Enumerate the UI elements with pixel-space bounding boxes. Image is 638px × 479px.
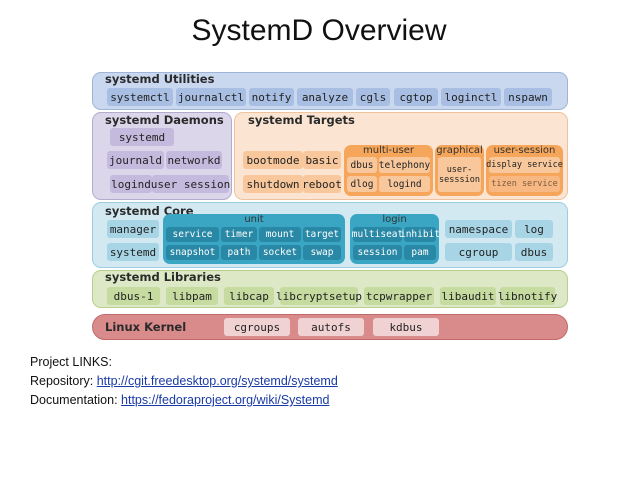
core-systemd: systemd xyxy=(107,243,159,261)
utility-systemctl: systemctl xyxy=(107,88,173,106)
target-shutdown: shutdown xyxy=(243,175,303,193)
repository-link[interactable]: http://cgit.freedesktop.org/systemd/syst… xyxy=(96,374,338,388)
links-heading: Project LINKS: xyxy=(30,355,112,369)
core-dbus: dbus xyxy=(515,243,553,261)
unit-timer: timer xyxy=(221,227,257,242)
login-label: login xyxy=(382,214,407,225)
lib-libaudit: libaudit xyxy=(440,287,496,305)
utility-cgls: cgls xyxy=(356,88,390,106)
unit-service: service xyxy=(166,227,219,242)
daemons-label: systemd Daemons xyxy=(105,113,224,127)
kernel-kdbus: kdbus xyxy=(373,318,439,336)
documentation-link[interactable]: https://fedoraproject.org/wiki/Systemd xyxy=(121,393,330,407)
utility-notify: notify xyxy=(249,88,294,106)
target-basic: basic xyxy=(303,151,341,169)
targets-label: systemd Targets xyxy=(248,113,355,127)
core-manager: manager xyxy=(107,220,159,238)
target-user-session-graphical-label: user- sesssion xyxy=(439,164,480,185)
page-title: SystemD Overview xyxy=(191,14,447,47)
lib-libnotify: libnotify xyxy=(498,287,557,305)
daemon-journald: journald xyxy=(107,151,164,169)
target-dlog: dlog xyxy=(347,176,377,192)
target-user-session-graphical: user- sesssion xyxy=(438,157,481,192)
kernel-cgroups: cgroups xyxy=(224,318,290,336)
target-display-service: display service xyxy=(486,157,563,173)
target-tizen-service: tizen service xyxy=(489,176,560,192)
lib-libcryptsetup: libcryptsetup xyxy=(276,287,362,305)
unit-path: path xyxy=(221,245,257,260)
core-log: log xyxy=(515,220,553,238)
utility-analyze: analyze xyxy=(297,88,353,106)
unit-snapshot: snapshot xyxy=(166,245,219,260)
core-namespace: namespace xyxy=(445,220,512,238)
kernel-autofs: autofs xyxy=(298,318,364,336)
daemon-systemd: systemd xyxy=(110,128,174,146)
utility-nspawn: nspawn xyxy=(504,88,552,106)
documentation-label: Documentation: xyxy=(30,393,122,407)
utilities-label: systemd Utilities xyxy=(105,72,215,86)
repository-line: Repository: http://cgit.freedesktop.org/… xyxy=(30,372,338,391)
target-dbus: dbus xyxy=(347,157,377,173)
repository-label: Repository: xyxy=(30,374,97,388)
documentation-line: Documentation: https://fedoraproject.org… xyxy=(30,391,338,410)
lib-dbus-1: dbus-1 xyxy=(107,287,160,305)
login-inhibit: inhibit xyxy=(399,227,441,242)
project-links: Project LINKS: Repository: http://cgit.f… xyxy=(30,353,338,410)
multi-user-label: multi-user xyxy=(363,145,414,156)
unit-swap: swap xyxy=(303,245,341,260)
target-telephony: telephony xyxy=(379,157,430,173)
login-session: session xyxy=(353,245,402,260)
user-session-label: user-session xyxy=(493,145,556,156)
target-logind: logind xyxy=(379,176,430,192)
unit-target: target xyxy=(303,227,341,242)
utility-journalctl: journalctl xyxy=(176,88,246,106)
unit-socket: socket xyxy=(259,245,301,260)
utility-loginctl: loginctl xyxy=(441,88,501,106)
daemon-logind: logind xyxy=(110,175,152,193)
libraries-label: systemd Libraries xyxy=(105,270,221,284)
kernel-label: Linux Kernel xyxy=(105,320,187,334)
core-cgroup: cgroup xyxy=(445,243,512,261)
lib-tcpwrapper: tcpwrapper xyxy=(364,287,434,305)
target-reboot: reboot xyxy=(302,175,342,193)
lib-libcap: libcap xyxy=(224,287,274,305)
graphical-label: graphical xyxy=(436,145,483,156)
daemon-networkd: networkd xyxy=(166,151,222,169)
login-multiseat: multiseat xyxy=(351,227,404,242)
utility-cgtop: cgtop xyxy=(394,88,438,106)
unit-label: unit xyxy=(244,214,264,225)
target-bootmode: bootmode xyxy=(243,151,303,169)
daemon-user-session: user session xyxy=(151,175,230,193)
login-pam: pam xyxy=(404,245,436,260)
unit-mount: mount xyxy=(259,227,301,242)
lib-libpam: libpam xyxy=(166,287,218,305)
